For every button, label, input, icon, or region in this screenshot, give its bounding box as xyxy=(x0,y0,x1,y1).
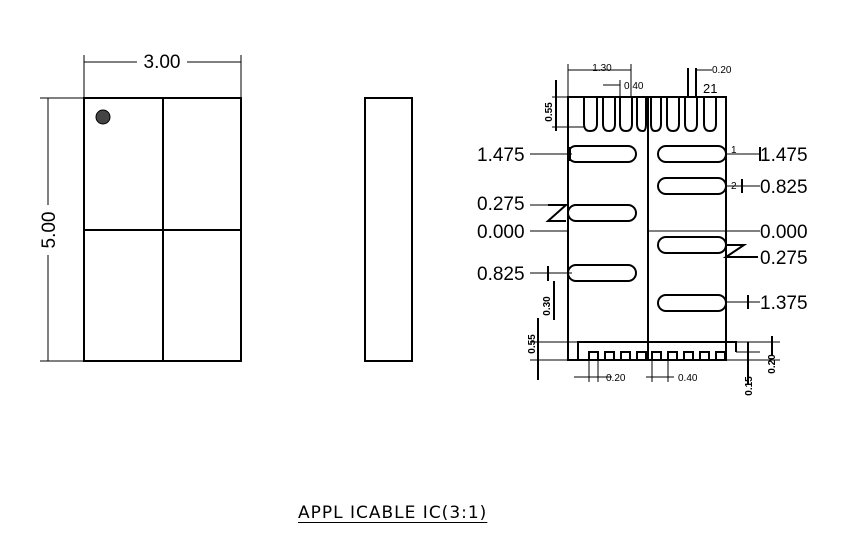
bottom-pad xyxy=(667,351,678,361)
left-dimension-label: 0.825 xyxy=(477,264,525,285)
bottom-pad xyxy=(651,351,662,361)
left-dimension-label: 1.475 xyxy=(477,145,525,166)
left-dimension-label: 0.275 xyxy=(477,194,525,215)
top-pad xyxy=(703,97,717,133)
bottom-pad-row xyxy=(577,341,737,361)
top-view: 3.00 5.00 xyxy=(38,52,242,362)
left-dimension-label: 0.000 xyxy=(477,222,525,243)
right-dimension-label: 1.375 xyxy=(760,293,808,314)
pad-width-label: 0.40 xyxy=(678,373,698,384)
top-pad xyxy=(602,97,616,133)
pad-width-label: 0.20 xyxy=(712,65,732,76)
right-dimension-label: 0.000 xyxy=(760,222,808,243)
top-dimensions: 1.30 0.40 0.20 21 xyxy=(567,63,732,97)
side-view xyxy=(364,97,413,362)
leader-zigzag xyxy=(722,244,758,258)
width-label-mask xyxy=(137,52,187,72)
slot-height-label: 0.30 xyxy=(542,296,553,316)
slot-left-1 xyxy=(567,145,637,163)
pin1-marker-dot xyxy=(95,109,111,125)
right-dimension-label: 1.475 xyxy=(760,145,808,166)
bottom-pad xyxy=(604,351,615,361)
pin1-label: 1 xyxy=(731,145,737,156)
leader-zigzag xyxy=(545,204,569,222)
slot-right-4 xyxy=(657,294,727,312)
bottom-right-dimension-label: 0.15 xyxy=(744,376,755,396)
bottom-pad xyxy=(699,351,710,361)
top-pad xyxy=(684,97,698,133)
drawing-caption: APPL ICABLE IC(3:1) xyxy=(298,503,488,523)
pad-slots xyxy=(567,145,727,312)
pad-width-label: 0.40 xyxy=(624,81,644,92)
height-dimension-label: 5.00 xyxy=(39,212,60,249)
pad-height-label: 0.55 xyxy=(527,334,538,354)
bottom-pad xyxy=(620,351,631,361)
top-pad xyxy=(636,97,647,133)
side-profile xyxy=(364,97,413,362)
pin2-label: 2 xyxy=(731,181,737,192)
top-pad xyxy=(666,97,680,133)
bottom-pad xyxy=(636,351,647,361)
right-dimensions: 1 1.475 2 0.825 0.000 0.275 1.375 xyxy=(648,145,808,314)
left-dimensions: 0.55 1.475 0.275 0.000 0.825 0.30 0.55 xyxy=(477,80,584,380)
top-pad xyxy=(583,97,598,133)
pad-width-label: 0.20 xyxy=(606,373,626,384)
right-dimension-label: 0.825 xyxy=(760,177,808,198)
right-dimension-label: 0.275 xyxy=(760,248,808,269)
bottom-dimensions: 0.20 0.40 0.15 0.20 xyxy=(574,336,780,396)
pin-count-label: 21 xyxy=(703,81,717,96)
slot-left-3 xyxy=(567,264,637,282)
height-label-mask xyxy=(38,205,58,255)
slot-right-3 xyxy=(657,236,727,254)
slot-right-2 xyxy=(657,177,727,195)
top-pad-row xyxy=(583,97,717,133)
pad-height-label: 0.55 xyxy=(544,102,555,122)
bottom-pad xyxy=(588,351,599,361)
top-pad xyxy=(619,97,633,133)
slot-left-2 xyxy=(567,204,637,222)
bottom-ground-strip xyxy=(577,341,737,360)
slot-right-1 xyxy=(657,145,727,163)
footprint-view: 1.30 0.40 0.20 21 0.55 1.475 0.275 0.000 xyxy=(477,63,808,396)
bottom-right-dimension-label: 0.20 xyxy=(767,354,778,374)
bottom-pad xyxy=(715,351,726,361)
width-dimension-label: 3.00 xyxy=(144,52,181,73)
pitch-label: 1.30 xyxy=(592,63,612,74)
top-pad xyxy=(650,97,662,133)
bottom-pad xyxy=(683,351,694,361)
